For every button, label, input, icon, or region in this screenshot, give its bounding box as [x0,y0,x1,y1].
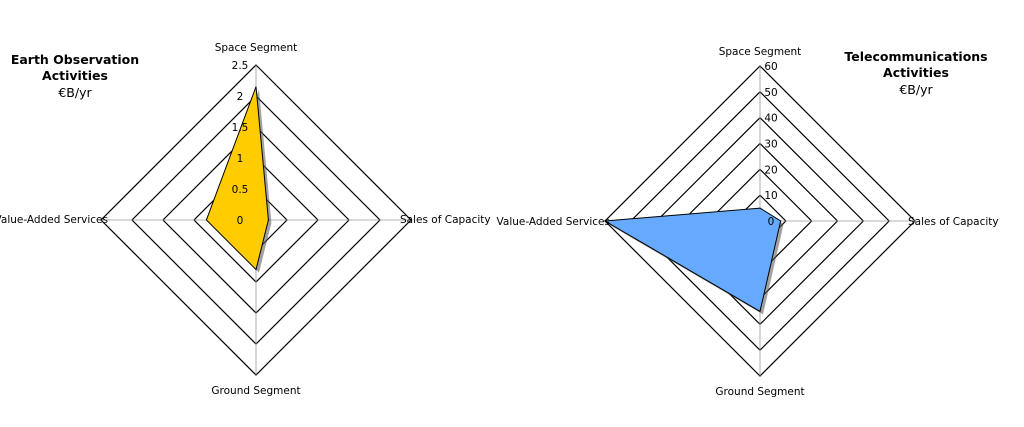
tick-label: 50 [764,87,777,99]
chart-title-line-2: Activities [42,68,108,83]
axis-label-bottom: Ground Segment [211,385,300,397]
tick-label: 20 [764,164,777,176]
tick-label: 1.5 [232,122,249,134]
earth-observation-radar-chart: Earth Observation Activities €B/yr 0 0.5 1… [0,42,491,397]
tick-label: 1 [237,153,244,165]
chart-title-line-2: Activities [883,65,949,80]
tick-label: 0.5 [232,184,249,196]
axis-label-left: Value-Added Services [0,214,108,226]
chart-unit: €B/yr [899,82,933,97]
tick-label: 60 [764,61,777,73]
telecommunications-radar-chart: Telecommunications Activities €B/yr 0 10 2… [497,46,999,398]
tick-label: 10 [764,190,777,202]
axis-label-bottom: Ground Segment [715,386,804,398]
tick-label: 0 [768,216,775,228]
axis-label-top: Space Segment [719,46,802,58]
axis-label-right: Sales of Capacity [908,216,999,228]
tick-label: 30 [764,139,777,151]
tick-label: 2.5 [232,60,249,72]
tick-label: 40 [764,113,777,125]
chart-title-line-1: Earth Observation [11,52,139,67]
series-area [603,207,782,313]
axis-label-top: Space Segment [215,42,298,54]
axis-label-left: Value-Added Services [497,216,610,228]
axis-label-right: Sales of Capacity [400,214,491,226]
tick-label: 2 [237,91,244,103]
series-area [205,86,269,271]
tick-label: 0 [237,215,244,227]
chart-title-line-1: Telecommunications [844,49,987,64]
chart-unit: €B/yr [58,85,92,100]
